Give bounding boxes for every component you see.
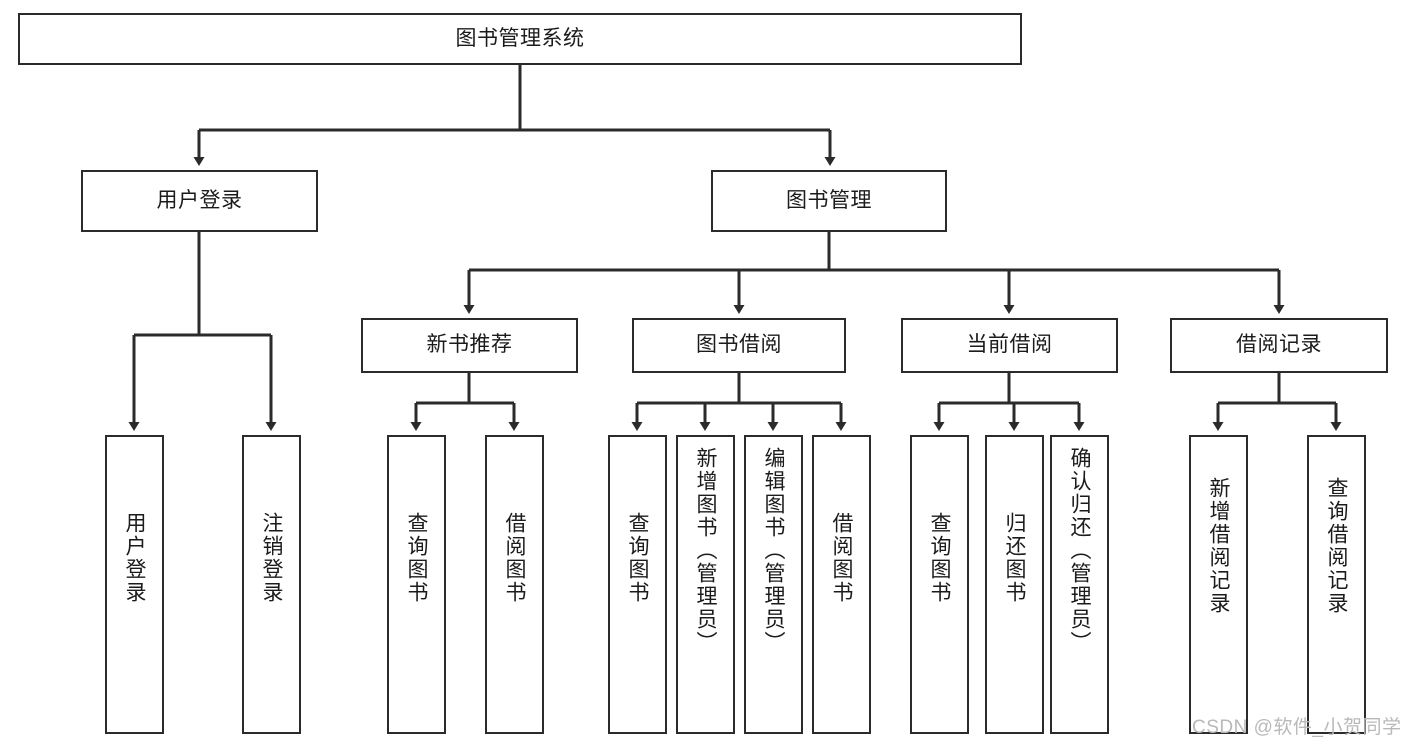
node-leaf-add-record[interactable]: 新增借阅记录 [1189, 435, 1248, 734]
node-leaf-add-record-label: 新增借阅记录 [1207, 477, 1230, 615]
node-leaf-user-logout-label: 注销登录 [260, 512, 283, 604]
node-user-login[interactable]: 用户登录 [81, 170, 318, 232]
node-leaf-edit-book[interactable]: 编辑图书（管理员） [744, 435, 803, 734]
node-leaf-edit-book-label: 编辑图书（管理员） [762, 447, 785, 654]
node-book-manage[interactable]: 图书管理 [711, 170, 947, 232]
node-leaf-query-record[interactable]: 查询借阅记录 [1307, 435, 1366, 734]
node-new-book-rec[interactable]: 新书推荐 [361, 318, 578, 373]
node-leaf-add-book-label: 新增图书（管理员） [694, 447, 717, 654]
node-leaf-borrow-book-1-label: 借阅图书 [503, 512, 526, 604]
node-new-book-rec-label: 新书推荐 [426, 333, 513, 357]
node-current-borrow-label: 当前借阅 [966, 333, 1053, 357]
node-leaf-confirm-return[interactable]: 确认归还（管理员） [1050, 435, 1109, 734]
node-leaf-user-logout[interactable]: 注销登录 [242, 435, 301, 734]
node-leaf-query-book-1[interactable]: 查询图书 [387, 435, 446, 734]
node-leaf-user-login[interactable]: 用户登录 [105, 435, 164, 734]
node-leaf-query-book-3-label: 查询图书 [928, 512, 951, 604]
node-book-borrow-label: 图书借阅 [696, 333, 782, 357]
node-leaf-borrow-book-2[interactable]: 借阅图书 [812, 435, 871, 734]
node-leaf-query-record-label: 查询借阅记录 [1325, 477, 1348, 615]
node-book-manage-label: 图书管理 [786, 188, 872, 212]
node-borrow-record-label: 借阅记录 [1236, 333, 1322, 357]
node-leaf-query-book-2-label: 查询图书 [626, 512, 649, 604]
node-leaf-return-book[interactable]: 归还图书 [985, 435, 1044, 734]
node-root[interactable]: 图书管理系统 [18, 13, 1022, 65]
node-leaf-borrow-book-1[interactable]: 借阅图书 [485, 435, 544, 734]
node-leaf-query-book-1-label: 查询图书 [405, 512, 428, 604]
node-leaf-borrow-book-2-label: 借阅图书 [830, 512, 853, 604]
node-leaf-query-book-3[interactable]: 查询图书 [910, 435, 969, 734]
node-leaf-return-book-label: 归还图书 [1003, 512, 1026, 604]
node-leaf-user-login-label: 用户登录 [123, 512, 146, 604]
node-leaf-confirm-return-label: 确认归还（管理员） [1068, 447, 1091, 654]
node-current-borrow[interactable]: 当前借阅 [901, 318, 1118, 373]
node-leaf-query-book-2[interactable]: 查询图书 [608, 435, 667, 734]
node-book-borrow[interactable]: 图书借阅 [632, 318, 846, 373]
node-borrow-record[interactable]: 借阅记录 [1170, 318, 1388, 373]
node-root-label: 图书管理系统 [455, 26, 585, 50]
node-user-login-label: 用户登录 [156, 188, 243, 212]
node-leaf-add-book[interactable]: 新增图书（管理员） [676, 435, 735, 734]
